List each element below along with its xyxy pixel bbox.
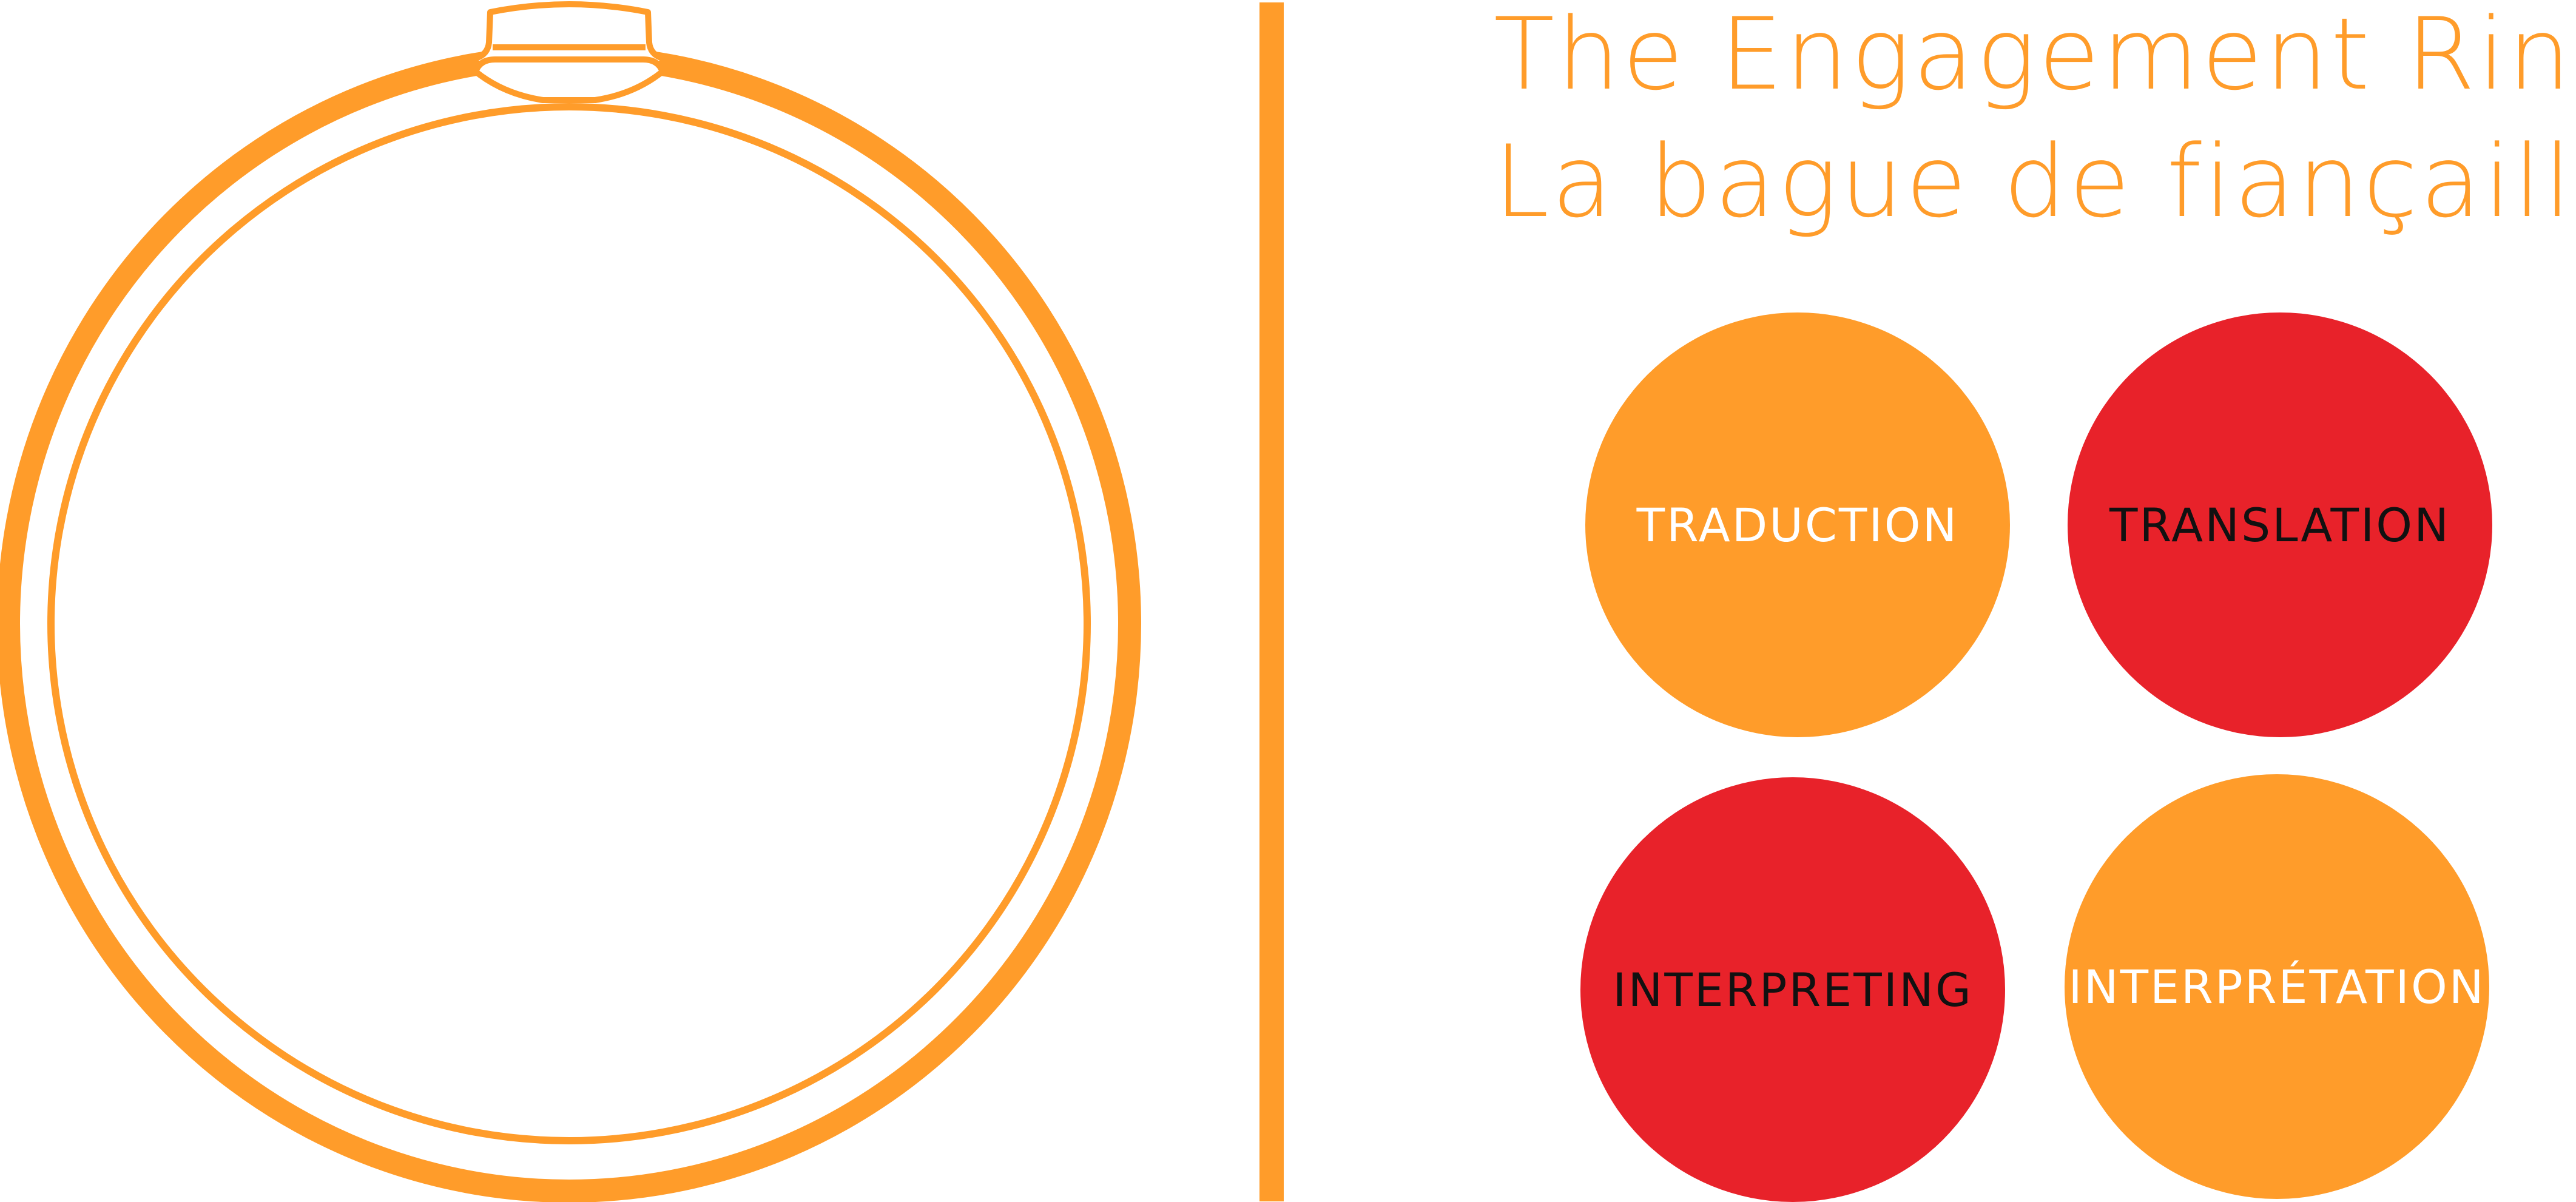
title-english: The Engagement Ring	[1494, 0, 2576, 112]
hoop-clamp	[473, 1, 666, 103]
outer-hoop-ring	[0, 45, 1141, 1202]
circle-interpreting: INTERPRETING	[1580, 777, 2005, 1202]
circle-translation: TRANSLATION	[2068, 312, 2492, 737]
circle-label-traduction: TRADUCTION	[1636, 498, 1959, 552]
circle-label-interpretation: INTERPRÉTATION	[2068, 959, 2486, 1014]
circle-label-translation: TRANSLATION	[2109, 498, 2450, 552]
circle-interpretation: INTERPRÉTATION	[2065, 774, 2489, 1199]
circle-traduction: TRADUCTION	[1585, 312, 2010, 737]
embroidery-hoop-icon	[0, 1, 1141, 1202]
title-french: La bague de fiançailles	[1494, 124, 2576, 240]
inner-hoop-ring	[47, 103, 1091, 1144]
circle-label-interpreting: INTERPRETING	[1613, 962, 1973, 1017]
vertical-divider	[1259, 2, 1284, 1201]
